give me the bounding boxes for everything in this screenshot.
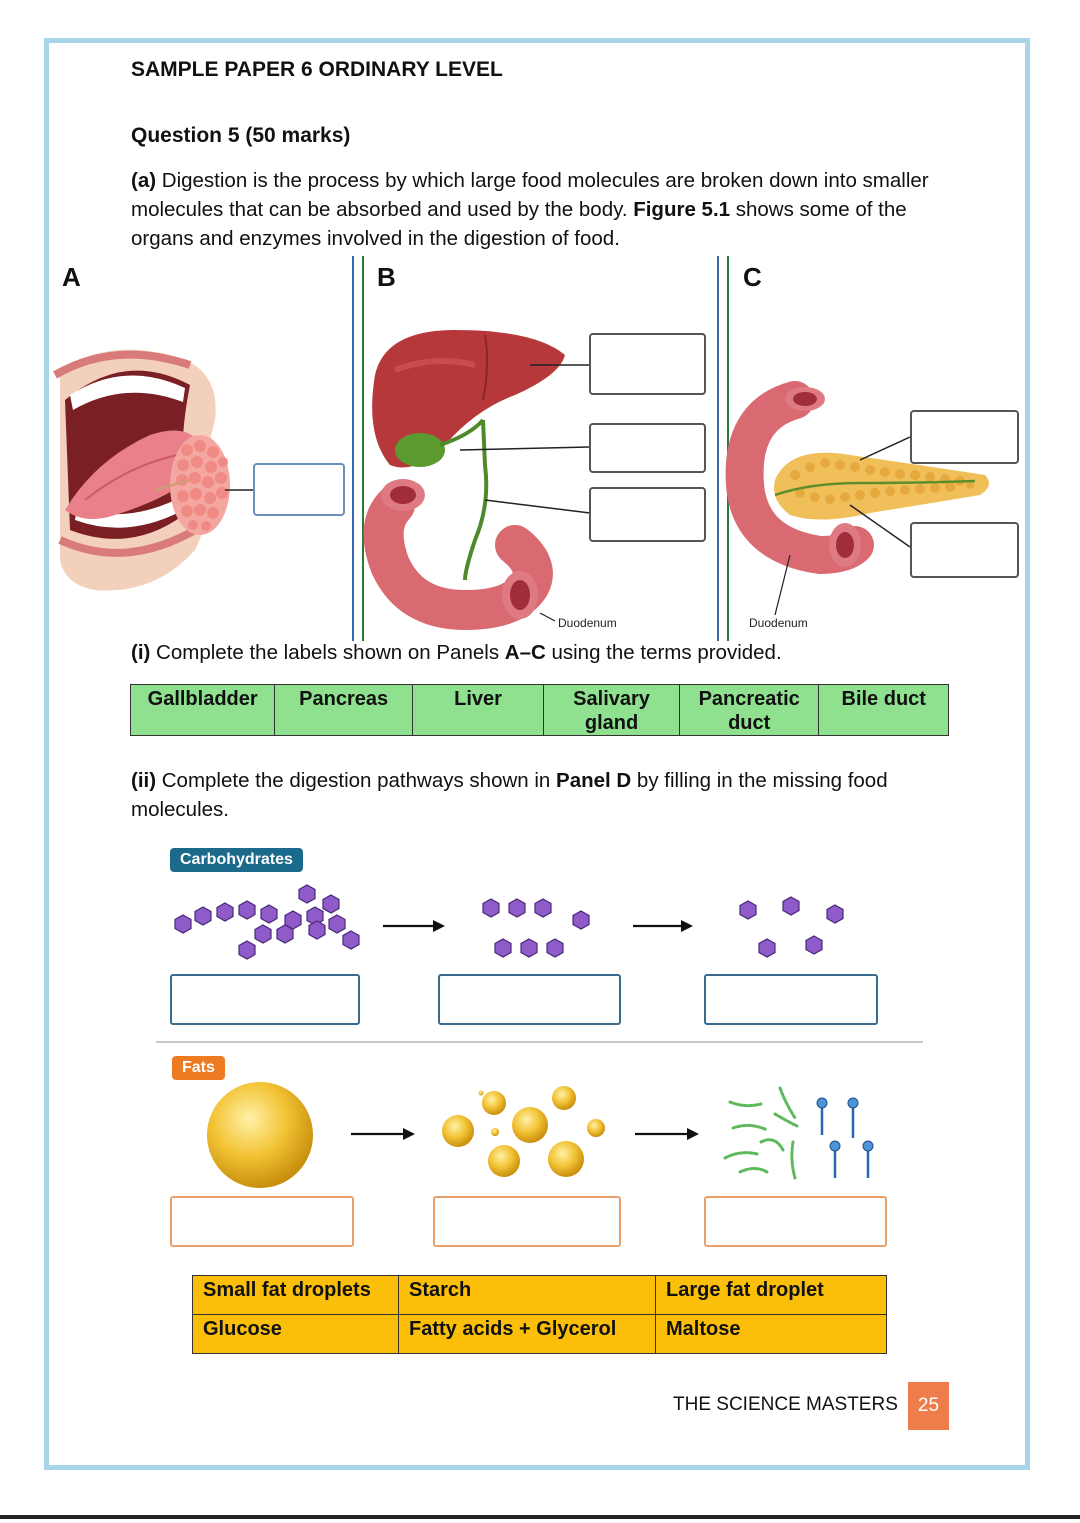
label-box-panel-b-3[interactable]: [589, 487, 706, 542]
carbs-answer-box-1[interactable]: [170, 974, 360, 1025]
food-term-cell: Fatty acids + Glycerol: [398, 1314, 656, 1354]
fats-tag: Fats: [172, 1056, 225, 1080]
food-term-cell: Glucose: [192, 1314, 399, 1354]
food-term-cell: Small fat droplets: [192, 1275, 399, 1315]
fats-answer-box-2[interactable]: [433, 1196, 621, 1247]
term-cell: Salivary gland: [543, 684, 680, 736]
term-cell: Liver: [411, 684, 545, 736]
panel-divider: [352, 256, 354, 641]
label-box-panel-c-1[interactable]: [910, 410, 1019, 464]
fats-answer-box-1[interactable]: [170, 1196, 354, 1247]
question-title: Question 5 (50 marks): [131, 124, 351, 147]
part-a-text: (a) Digestion is the process by which la…: [131, 169, 929, 250]
paper-header: SAMPLE PAPER 6 ORDINARY LEVEL: [131, 58, 503, 81]
carbs-answer-box-3[interactable]: [704, 974, 878, 1025]
food-term-cell: Large fat droplet: [655, 1275, 887, 1315]
page-frame: [44, 38, 1030, 1470]
label-box-panel-b-1[interactable]: [589, 333, 706, 395]
mouth-illustration: [52, 349, 253, 591]
term-cell: Gallbladder: [129, 684, 276, 736]
term-cell: Bile duct: [818, 684, 949, 736]
food-term-cell: Maltose: [655, 1314, 887, 1354]
panel-divider: [717, 256, 719, 641]
bottom-rule: [0, 1515, 1080, 1519]
pancreas-illustration: [725, 381, 989, 616]
duodenum-label-b: Duodenum: [558, 616, 617, 630]
fat-molecules: [207, 1082, 874, 1188]
carbs-answer-box-2[interactable]: [438, 974, 621, 1025]
carbohydrates-tag: Carbohydrates: [170, 848, 303, 872]
terms-table: Gallbladder Pancreas Liver Salivary glan…: [129, 684, 949, 736]
food-term-cell: Starch: [398, 1275, 656, 1315]
part-i-text: (i) Complete the labels shown on Panels …: [131, 641, 782, 664]
panel-divider: [362, 256, 364, 641]
footer-brand: THE SCIENCE MASTERS: [673, 1394, 898, 1415]
panel-b-letter: B: [377, 262, 396, 292]
liver-illustration: [363, 330, 591, 631]
carbohydrate-molecules: [174, 884, 844, 960]
term-cell: Pancreatic duct: [678, 684, 820, 736]
duodenum-label-c: Duodenum: [749, 616, 808, 630]
fats-answer-box-3[interactable]: [704, 1196, 887, 1247]
panel-a-letter: A: [62, 262, 81, 292]
term-cell: Pancreas: [274, 684, 413, 736]
pathway-separator: [156, 1041, 923, 1043]
part-ii-text: (ii) Complete the digestion pathways sho…: [131, 769, 888, 821]
food-terms-table: Small fat droplets Starch Large fat drop…: [192, 1275, 887, 1354]
label-box-panel-a[interactable]: [253, 463, 345, 516]
page-number: 25: [908, 1382, 949, 1430]
panel-c-letter: C: [743, 262, 762, 292]
label-box-panel-b-2[interactable]: [589, 423, 706, 473]
label-box-panel-c-2[interactable]: [910, 522, 1019, 578]
